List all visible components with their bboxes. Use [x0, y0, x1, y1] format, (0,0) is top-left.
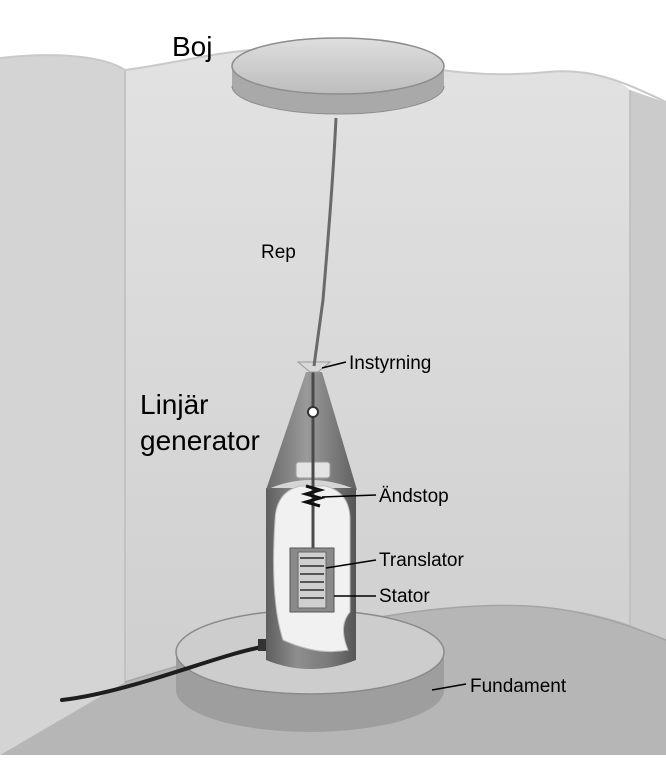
label-guide: Instyrning [349, 353, 431, 374]
label-end-stop: Ändstop [379, 486, 449, 507]
guide-funnel [296, 361, 332, 373]
label-translator: Translator [379, 550, 464, 571]
end-stop-spring [300, 484, 326, 508]
label-buoy: Boj [172, 31, 212, 62]
translator-stator [289, 547, 335, 613]
leader-translator [325, 559, 377, 569]
translator-block [297, 551, 327, 609]
leader-guide [321, 361, 347, 369]
buoy [231, 37, 445, 115]
leader-foundation [431, 683, 467, 691]
guide-rod [307, 372, 319, 548]
label-generator-line1: Linjär [140, 389, 208, 420]
leader-end-stop [321, 494, 377, 498]
label-foundation: Fundament [470, 676, 567, 697]
label-generator-line2: generator [140, 425, 260, 456]
power-cable [60, 644, 270, 702]
label-rope: Rep [261, 242, 296, 263]
rope [312, 117, 338, 367]
label-stator: Stator [379, 586, 430, 607]
